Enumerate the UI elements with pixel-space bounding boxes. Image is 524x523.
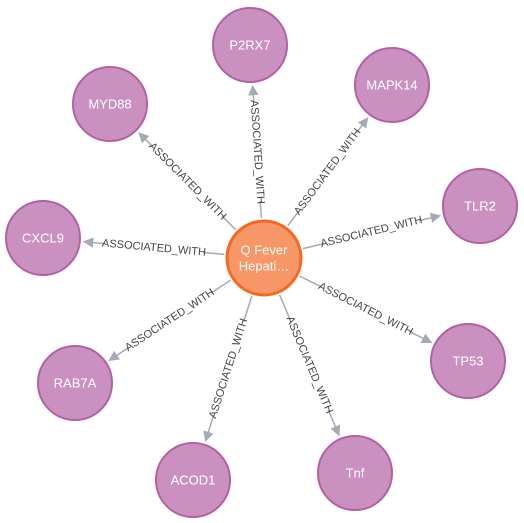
edge-mapk14[interactable]: ASSOCIATED_WITH (287, 117, 369, 227)
edge-label-background (127, 290, 213, 350)
edge-label: ASSOCIATED_WITH (102, 237, 207, 258)
edge-label: ASSOCIATED_WITH (207, 317, 250, 420)
node-circle (155, 442, 231, 518)
node-label: CXCL9 (22, 231, 64, 246)
node-tp53[interactable]: TP53 (430, 323, 506, 399)
node-circle (212, 7, 288, 83)
node-label: MYD88 (88, 97, 131, 112)
node-label: RAB7A (54, 376, 97, 391)
node-label: ACOD1 (171, 473, 216, 488)
node-label: MAPK14 (366, 78, 417, 93)
center-node-label-line: Q Fever (241, 243, 289, 258)
node-cxcl9[interactable]: CXCL9 (5, 200, 81, 276)
center-node-label-line: Hepati… (239, 259, 290, 274)
node-p2rx7[interactable]: P2RX7 (212, 7, 288, 83)
edge-label-background (296, 130, 360, 214)
node-mapk14[interactable]: MAPK14 (354, 47, 430, 123)
edge-label: ASSOCIATED_WITH (123, 286, 217, 354)
center-node-circle (225, 219, 303, 297)
edge-label: ASSOCIATED_WITH (283, 315, 335, 416)
edge-label-background (320, 284, 411, 335)
edge-acod1[interactable]: ASSOCIATED_WITH (203, 295, 253, 442)
node-circle (37, 345, 113, 421)
edge-tlr2[interactable]: ASSOCIATED_WITH (302, 212, 442, 250)
node-circle (442, 168, 518, 244)
node-acod1[interactable]: ACOD1 (155, 442, 231, 518)
node-label: Tnf (346, 466, 365, 481)
edge-label-background (104, 240, 204, 256)
edge-label-background (210, 320, 247, 417)
node-tnf[interactable]: Tnf (317, 435, 393, 511)
edge-label: ASSOCIATED_WITH (292, 126, 364, 217)
node-rab7a[interactable]: RAB7A (37, 345, 113, 421)
edge-rab7a[interactable]: ASSOCIATED_WITH (108, 279, 232, 362)
edge-label-background (287, 318, 332, 412)
edge-label: ASSOCIATED_WITH (248, 100, 267, 205)
edge-label-background (323, 217, 420, 247)
edge-label: ASSOCIATED_WITH (319, 214, 423, 250)
node-label: TP53 (452, 354, 483, 369)
edge-myd88[interactable]: ASSOCIATED_WITH (138, 132, 237, 231)
node-circle (354, 47, 430, 123)
node-tlr2[interactable]: TLR2 (442, 168, 518, 244)
edge-label-background (150, 144, 225, 219)
edge-cxcl9[interactable]: ASSOCIATED_WITH (82, 237, 225, 259)
node-circle (317, 435, 393, 511)
edge-p2rx7[interactable]: ASSOCIATED_WITH (248, 84, 267, 219)
edge-tp53[interactable]: ASSOCIATED_WITH (299, 275, 433, 344)
node-label: P2RX7 (229, 38, 270, 53)
node-myd88[interactable]: MYD88 (72, 66, 148, 142)
edge-label-background (250, 102, 264, 202)
node-circle (430, 323, 506, 399)
node-circle (72, 66, 148, 142)
node-circle (5, 200, 81, 276)
node-label: TLR2 (464, 199, 496, 214)
edge-label: ASSOCIATED_WITH (146, 140, 228, 222)
node-center[interactable]: Q FeverHepati… (225, 219, 303, 297)
edge-label: ASSOCIATED_WITH (316, 280, 415, 338)
edge-tnf[interactable]: ASSOCIATED_WITH (278, 294, 341, 437)
